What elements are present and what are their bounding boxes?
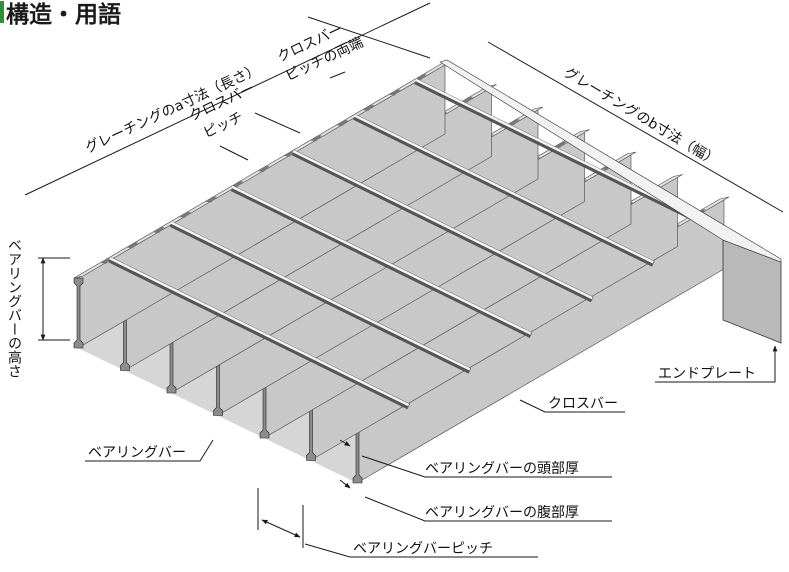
- serration-notch: [414, 74, 427, 81]
- serration-notch: [336, 120, 349, 127]
- bearing-pitch-leader: [304, 543, 538, 558]
- serration-notch: [257, 166, 270, 172]
- bearing-bar-leader: [85, 439, 214, 462]
- serration-notch: [362, 104, 375, 111]
- bearing-height-label: ベアリングバーの高さ: [6, 238, 22, 378]
- cross-bar-leader: [519, 399, 625, 413]
- b-dimension-line: [487, 41, 784, 213]
- end-plate-leader: [655, 345, 778, 383]
- bearing-head-thickness-label: ベアリングバーの頭部厚: [425, 461, 579, 477]
- serration-notch: [461, 96, 474, 103]
- a-dimension-label: グレーチングのa寸法（長さ）: [83, 62, 262, 157]
- serration-notch: [152, 227, 165, 234]
- end-plate-top: [439, 59, 782, 263]
- crossbar-ends-dimension: [307, 16, 431, 59]
- serration-notch: [388, 89, 401, 96]
- web-thickness-leader: [364, 496, 612, 522]
- end-plate-label: エンドプレート: [658, 366, 756, 382]
- dimension-lines: [24, 2, 784, 558]
- bearing-pitch-arrow: [261, 519, 301, 538]
- cross-bar: [108, 256, 411, 410]
- bearing-pitch-label: ベアリングバーピッチ: [353, 541, 493, 557]
- serration-notch: [126, 242, 139, 249]
- serration-notch: [309, 135, 322, 142]
- cross-bar: [353, 114, 655, 267]
- cross-bar-highlight: [170, 221, 471, 371]
- serration-notch: [205, 196, 218, 203]
- page-title: 構造・用語: [0, 0, 121, 28]
- b-dimension-label: グレーチングのb寸法（幅）: [561, 65, 721, 170]
- crossbar-pitch-dimension-2: [254, 112, 301, 134]
- grating-structure: [73, 61, 730, 484]
- serration-notch: [231, 181, 244, 188]
- crossbar-pitch-dimension: [219, 145, 249, 161]
- bearing-bar-label: ベアリングバー: [88, 445, 186, 461]
- cross-bar-highlight: [292, 149, 593, 300]
- serration-notch: [178, 211, 191, 218]
- cross-bar: [230, 185, 533, 338]
- bearing-bar-section: [73, 277, 84, 349]
- serration-notch: [507, 119, 520, 126]
- cross-bar-highlight: [109, 256, 410, 407]
- cross-bar: [291, 149, 594, 303]
- cross-bar-highlight: [353, 114, 654, 264]
- title-accent-bar: [0, 1, 4, 23]
- serration-notch: [554, 141, 567, 148]
- cross-bar-highlight: [231, 185, 532, 335]
- cross-bar: [414, 78, 716, 231]
- cross-bar: [169, 221, 472, 374]
- crossbar-ends-leader: [329, 71, 346, 79]
- title-text: 構造・用語: [6, 2, 121, 28]
- cross-bar-label: クロスバー: [548, 396, 618, 412]
- head-thickness-leader: [361, 455, 612, 478]
- bearing-web-thickness-label: ベアリングバーの腹部厚: [425, 504, 579, 521]
